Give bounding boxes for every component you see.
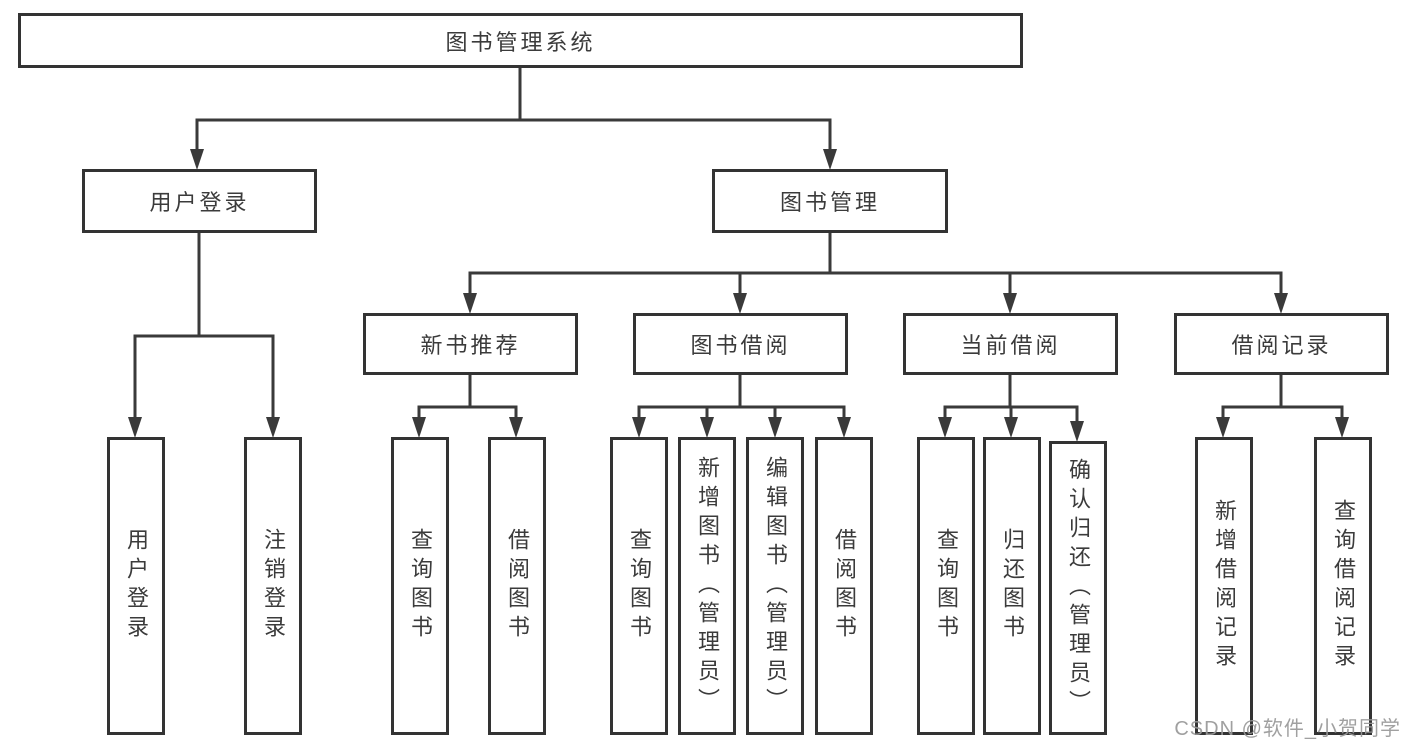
node-label: 图书管理 (779, 190, 880, 215)
node-label: 查询借阅记录 (1331, 499, 1356, 673)
node-label: 查询图书 (408, 528, 433, 644)
connector-rails (133, 66, 1344, 426)
leaf-current-return-books: 归还图书 (983, 437, 1041, 735)
node-label: 图书借阅 (690, 333, 791, 358)
node-label: 编辑图书（管理员） (763, 455, 788, 717)
leaf-borrow-query-books: 查询图书 (610, 437, 668, 735)
node-library-management-system: 图书管理系统 (18, 13, 1023, 68)
leaf-newbook-borrow-books: 借阅图书 (488, 437, 546, 735)
csdn-watermark: CSDN @软件_小贺同学 (1174, 718, 1401, 740)
leaf-record-query-borrow-record: 查询借阅记录 (1314, 437, 1372, 735)
node-book-management: 图书管理 (712, 169, 948, 233)
leaf-record-add-borrow-record: 新增借阅记录 (1195, 437, 1253, 735)
leaf-current-query-books: 查询图书 (917, 437, 975, 735)
leaf-borrow-add-books-admin: 新增图书（管理员） (678, 437, 736, 735)
leaf-current-confirm-return-admin: 确认归还（管理员） (1049, 441, 1107, 735)
arrowheads (128, 149, 1349, 442)
node-label: 新增图书（管理员） (695, 455, 720, 717)
leaf-borrow-edit-books-admin: 编辑图书（管理员） (746, 437, 804, 735)
node-borrow-records: 借阅记录 (1174, 313, 1389, 375)
node-label: 用户登录 (149, 190, 250, 215)
node-current-borrow: 当前借阅 (903, 313, 1118, 375)
node-user-login: 用户登录 (82, 169, 317, 233)
node-label: 查询图书 (934, 528, 959, 644)
node-label: 借阅图书 (505, 528, 530, 644)
node-label: 归还图书 (1000, 528, 1025, 644)
node-label: 新书推荐 (420, 333, 521, 358)
node-book-borrow: 图书借阅 (633, 313, 848, 375)
node-label: 新增借阅记录 (1212, 499, 1237, 673)
leaf-newbook-query-books: 查询图书 (391, 437, 449, 735)
node-new-book-recommend: 新书推荐 (363, 313, 578, 375)
node-label: 注销登录 (261, 528, 286, 644)
leaf-user-login: 用户登录 (107, 437, 165, 735)
leaf-logout: 注销登录 (244, 437, 302, 735)
node-label: 查询图书 (627, 528, 652, 644)
leaf-borrow-borrow-books: 借阅图书 (815, 437, 873, 735)
node-label: 确认归还（管理员） (1066, 457, 1091, 719)
node-label: 借阅记录 (1231, 333, 1332, 358)
node-label: 用户登录 (124, 528, 149, 644)
node-label: 借阅图书 (832, 528, 857, 644)
node-label: 当前借阅 (960, 333, 1061, 358)
node-label: 图书管理系统 (445, 29, 596, 55)
